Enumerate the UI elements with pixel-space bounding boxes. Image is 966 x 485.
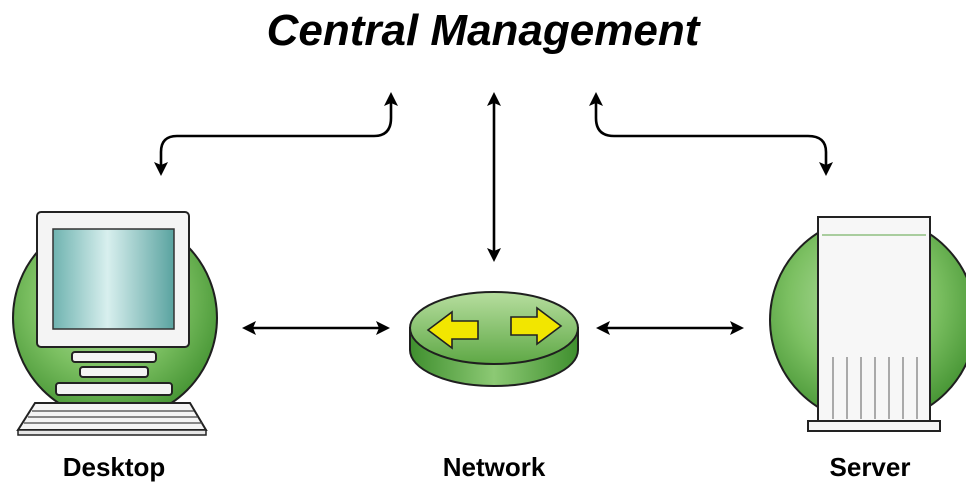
connector-desktop-central (154, 92, 398, 176)
connector-desktop-network (242, 321, 390, 335)
network-label: Network (442, 452, 546, 482)
connector-network-central (487, 92, 501, 262)
server-label: Server (829, 452, 911, 482)
diagram-title: Central Management (266, 6, 700, 55)
connector-server-central (589, 92, 833, 176)
connector-network-server (596, 321, 744, 335)
network-router-icon (409, 291, 579, 387)
server-icon (769, 216, 966, 432)
desktop-label: Desktop (62, 452, 166, 482)
right-yellow-arrow-icon (510, 306, 563, 346)
desktop-icon (12, 211, 218, 436)
left-yellow-arrow-icon (426, 310, 479, 350)
